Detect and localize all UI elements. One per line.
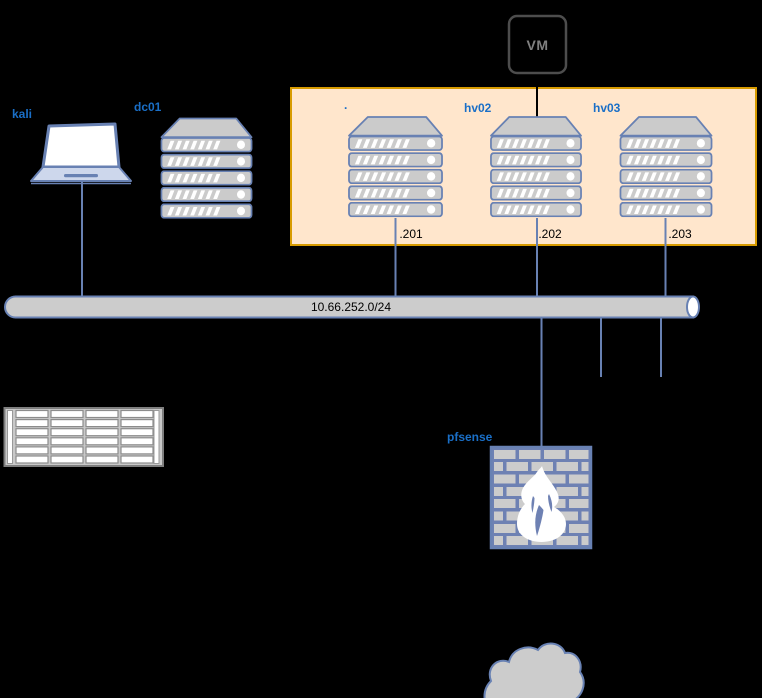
disk-shelf-rail-left xyxy=(7,410,13,464)
vm-label: VM xyxy=(527,37,549,53)
laptop-slot xyxy=(64,174,98,178)
bus-pipe xyxy=(4,295,694,319)
subnet-label: 10.66.252.0/24 xyxy=(311,300,391,314)
flame-notches xyxy=(531,494,553,536)
dc01-label: dc01 xyxy=(134,100,162,114)
hv01-address: .201 xyxy=(399,227,423,241)
laptop-screen xyxy=(41,122,121,169)
server-stack-icon xyxy=(161,119,251,218)
hv02-address: .202 xyxy=(538,227,562,241)
kali-label: kali xyxy=(12,107,32,121)
laptop-icon xyxy=(30,122,132,185)
bus-end-cap xyxy=(686,295,700,319)
firewall-icon xyxy=(489,445,593,550)
hv02-label: hv02 xyxy=(464,101,492,115)
flame-icon xyxy=(517,466,566,542)
subnet-bus: 10.66.252.0/24 xyxy=(4,295,700,319)
drive-bays xyxy=(15,409,154,464)
pfsense-label: pfsense xyxy=(447,430,493,444)
vm-box-icon: VM xyxy=(507,14,568,75)
hv03-address: .203 xyxy=(668,227,692,241)
hv03-label: hv03 xyxy=(593,101,621,115)
disk-shelf-rail-right xyxy=(153,410,160,464)
disk-shelf-icon xyxy=(3,407,164,467)
hv01-label: . xyxy=(344,98,347,112)
cloud-icon xyxy=(483,642,585,698)
vm-box xyxy=(507,14,568,75)
